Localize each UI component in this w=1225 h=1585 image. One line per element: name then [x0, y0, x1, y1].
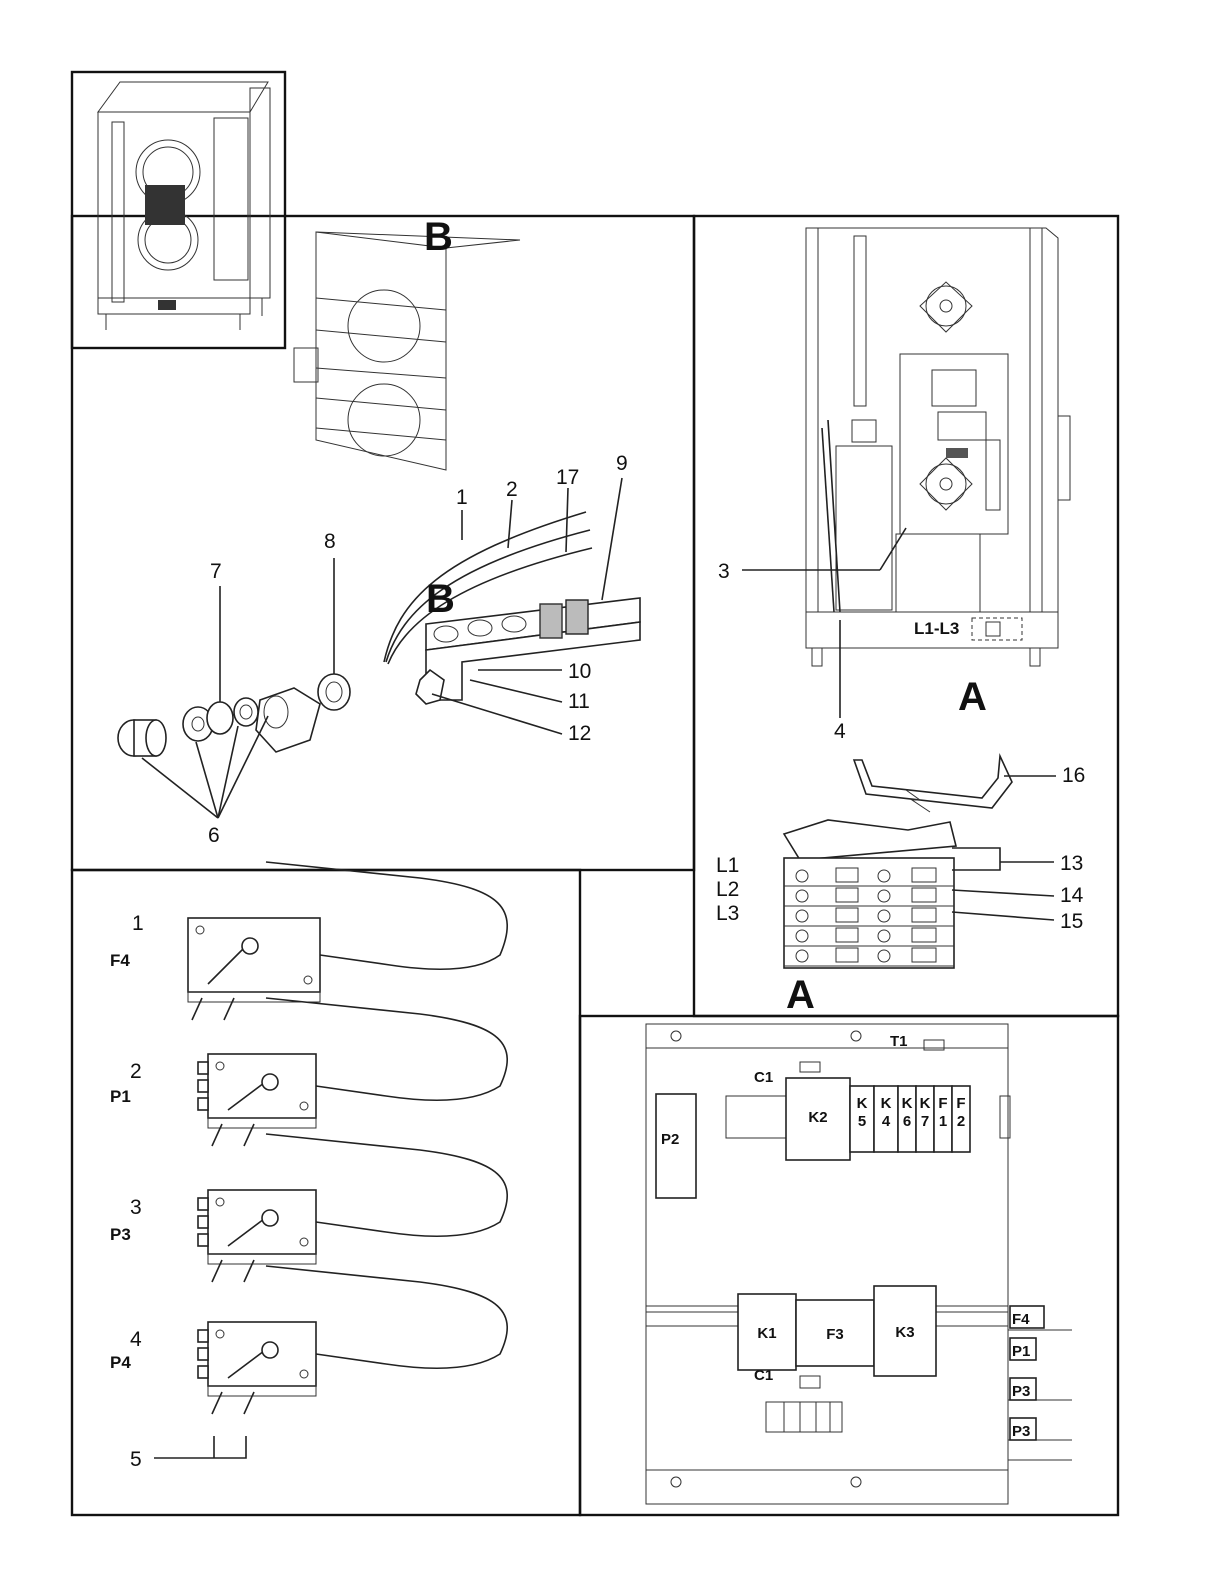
oven-back-grid-drawing	[294, 232, 520, 470]
relay-label-6-1: F	[938, 1095, 947, 1112]
thermostat-3-code: P3	[110, 1225, 131, 1244]
relay-label-2-1: K	[857, 1095, 868, 1112]
terminal-block	[784, 820, 956, 968]
relay-label-6-2: 1	[939, 1113, 947, 1130]
callout-11: 11	[568, 690, 590, 713]
relay-label-3-2: 4	[882, 1113, 891, 1130]
thermostat-2-number: 2	[130, 1060, 142, 1083]
side-connector-3: P3	[1010, 1378, 1036, 1400]
side-connector-label-4: P3	[1012, 1423, 1030, 1440]
callout-17: 17	[556, 466, 579, 489]
relay-module-4: K6	[898, 1086, 916, 1152]
callout-14: 14	[1060, 884, 1084, 907]
rail-module-label-3: K3	[895, 1324, 914, 1341]
panel-thermostats-frame	[72, 870, 580, 1515]
panel-a-section-letter: A	[958, 675, 987, 719]
rail-module-label-2: F3	[826, 1326, 844, 1343]
relay-module-2: K5	[850, 1086, 874, 1152]
thermostat-4	[198, 1266, 507, 1414]
relay-label-2-2: 5	[858, 1113, 866, 1130]
thermostat-3-number: 3	[130, 1196, 142, 1219]
relay-label-1-1: K2	[808, 1109, 827, 1126]
relay-p2: P2	[661, 1131, 679, 1148]
side-connector-label-1: F4	[1012, 1311, 1030, 1328]
rail-module-k3: K3	[874, 1286, 936, 1376]
thermostat-1-number: 1	[132, 912, 144, 935]
thermostat-4-number: 4	[130, 1328, 142, 1351]
relay-label-3-1: K	[881, 1095, 892, 1112]
callout-12: 12	[568, 722, 591, 745]
screws-callout: 5	[130, 1448, 142, 1471]
callout-9: 9	[616, 452, 628, 475]
side-connector-label-3: P3	[1012, 1383, 1030, 1400]
board-label-t1: T1	[890, 1033, 908, 1050]
relay-module-6: F1	[934, 1086, 952, 1152]
relay-label-7-1: F	[956, 1095, 965, 1112]
relay-label-5-1: K	[920, 1095, 931, 1112]
terminal-label-l2: L2	[716, 878, 739, 901]
thermostat-3	[198, 1134, 507, 1282]
terminal-range-label: L1-L3	[914, 619, 959, 638]
thermostat-1-code: F4	[110, 951, 130, 970]
callout-7: 7	[210, 560, 222, 583]
terminal-cover	[854, 756, 1012, 812]
side-connector-2: P1	[1010, 1338, 1036, 1360]
callout-6: 6	[208, 824, 220, 847]
callout-15: 15	[1060, 910, 1083, 933]
relay-module-1: K2	[786, 1078, 850, 1160]
callout-1: 1	[456, 486, 468, 509]
callout-2: 2	[506, 478, 518, 501]
side-connector-1: F4	[1010, 1306, 1044, 1328]
callout-8: 8	[324, 530, 336, 553]
terminal-label-l3: L3	[716, 902, 739, 925]
oven-side-view-drawing	[806, 228, 1070, 666]
cable-gland-assembly	[118, 670, 444, 756]
callout-16: 16	[1062, 764, 1085, 787]
side-connector-label-2: P1	[1012, 1343, 1030, 1360]
panel-a-section-letter-2: A	[786, 973, 815, 1017]
thermostat-2-code: P1	[110, 1087, 131, 1106]
side-connector-4: P3	[1010, 1418, 1036, 1440]
relay-label-4-1: K	[902, 1095, 913, 1112]
callout-4: 4	[834, 720, 846, 743]
thermostat-1	[188, 862, 507, 1020]
oven-thumbnail-drawing	[98, 82, 270, 330]
thermostat-4-code: P4	[110, 1353, 131, 1372]
panel-b-section-letter-2: B	[426, 577, 455, 621]
rail-module-f3: F3	[796, 1300, 874, 1366]
thermostat-2	[198, 998, 507, 1146]
callout-10: 10	[568, 660, 591, 683]
relay-module-7: F2	[952, 1086, 970, 1152]
board-label-c1-top: C1	[754, 1069, 773, 1086]
callout-13: 13	[1060, 852, 1083, 875]
rail-module-k1: K1	[738, 1294, 796, 1370]
rail-module-label-1: K1	[757, 1325, 776, 1342]
thermostat-group	[188, 862, 507, 1414]
relay-label-7-2: 2	[957, 1113, 965, 1130]
callout-3: 3	[718, 560, 730, 583]
relay-module-5: K7	[916, 1086, 934, 1152]
terminal-label-l1: L1	[716, 854, 739, 877]
relay-label-5-2: 7	[921, 1113, 929, 1130]
panel-b-section-letter: B	[424, 215, 453, 259]
relay-module-3: K4	[874, 1086, 898, 1152]
mounting-bracket	[426, 598, 640, 700]
relay-label-4-2: 6	[903, 1113, 911, 1130]
